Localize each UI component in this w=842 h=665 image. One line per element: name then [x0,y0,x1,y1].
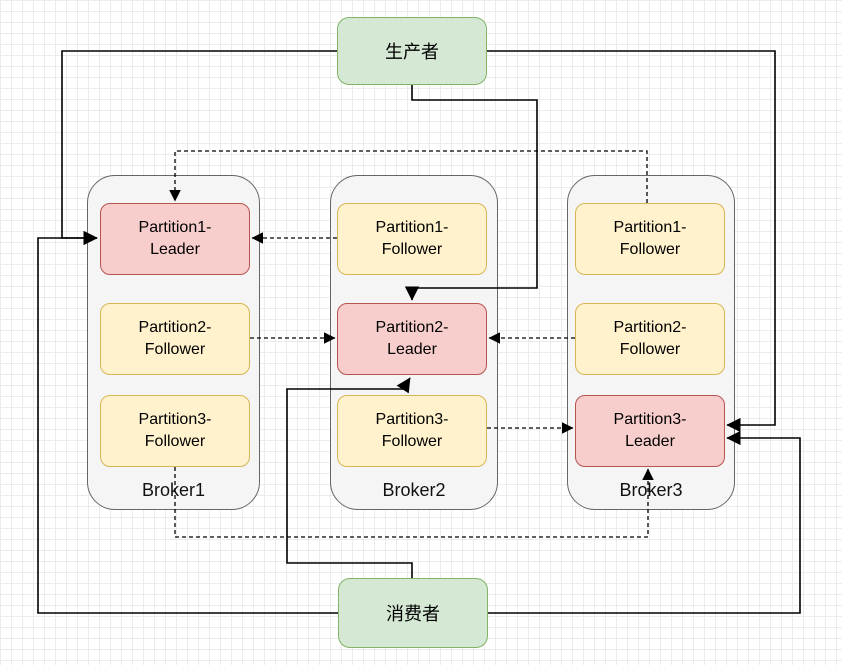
partition-label-line1: Partition3- [613,411,687,428]
partition-label-line2: Leader [387,341,437,358]
broker3-partition2-follower: Partition2- Follower [575,303,725,375]
broker3-partition3-leader: Partition3- Leader [575,395,725,467]
edge-consumer-to-partition3-leader [487,430,801,614]
partition-label-line1: Partition1- [375,219,449,236]
partition-label-line2: Leader [150,241,200,258]
broker3-label: Broker3 [619,480,683,500]
partition-label-line1: Partition3- [138,411,212,428]
partition-label-line1: Partition1- [613,219,687,236]
edge-consumer-to-partition1-leader [37,230,338,614]
partition-label-line2: Follower [144,433,206,450]
broker2-label: Broker2 [382,480,446,500]
partition-label-line2: Follower [381,241,443,258]
consumer-node: 消费者 [338,578,488,648]
partition-label-line2: Leader [625,433,675,450]
edge-broker3-p1follower-to-p1leader [169,150,648,203]
partition-label-line1: Partition1- [138,219,212,236]
edge-consumer-to-partition2-leader [286,377,413,578]
partition-label-line1: Partition2- [613,319,687,336]
partition-label-line1: Partition2- [138,319,212,336]
producer-node: 生产者 [337,17,487,85]
consumer-label: 消费者 [386,604,440,624]
edge-broker1-p3follower-to-p3leader [174,467,654,538]
broker3-partition1-follower: Partition1- Follower [575,203,725,275]
broker1-partition2-follower: Partition2- Follower [100,303,250,375]
partition-label-line2: Follower [619,241,681,258]
broker2-partition3-follower: Partition3- Follower [337,395,487,467]
partition-label-line2: Follower [144,341,206,358]
broker2-partition1-follower: Partition1- Follower [337,203,487,275]
broker1-partition1-leader: Partition1- Leader [100,203,250,275]
edge-producer-to-partition2-leader [404,85,538,301]
broker1-label: Broker1 [141,480,206,500]
edge-producer-to-partition3-leader [487,50,776,433]
partition-label-line1: Partition3- [375,411,449,428]
partition-label-line2: Follower [381,433,443,450]
partition-label-line1: Partition2- [375,319,449,336]
partition-label-line2: Follower [619,341,681,358]
broker2-partition2-leader: Partition2- Leader [337,303,487,375]
producer-label: 生产者 [385,42,439,62]
broker1-partition3-follower: Partition3- Follower [100,395,250,467]
